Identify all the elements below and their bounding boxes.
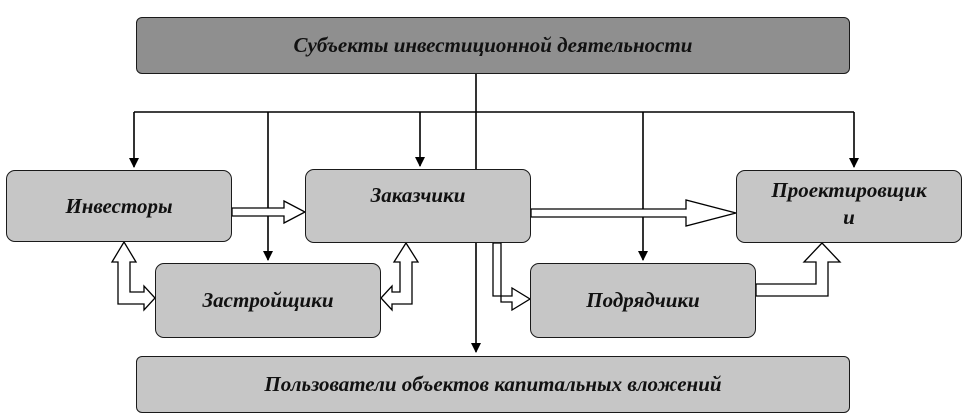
investors-label: Инвесторы [65, 193, 173, 218]
users-label: Пользователи объектов капитальных вложен… [264, 372, 722, 397]
hollow-arrow-customers-designers [530, 199, 739, 227]
designers-label-line1: Проектировщик [771, 178, 927, 203]
developers-box: Застройщики [155, 263, 381, 338]
developers-label: Застройщики [202, 288, 334, 313]
designers-box: Проектировщик и [736, 170, 962, 243]
customers-label: Заказчики [370, 182, 466, 207]
contractors-label: Подрядчики [586, 288, 700, 313]
investors-box: Инвесторы [6, 170, 232, 242]
hollow-arrow-investors-developers [110, 240, 156, 312]
hollow-arrow-investors-customers [231, 199, 307, 225]
hollow-arrow-developers-customers [380, 241, 420, 312]
designers-label: Проектировщик и [771, 177, 926, 230]
designers-label-line2: и [843, 204, 855, 229]
subjects-box: Субъекты инвестиционной деятельности [136, 17, 850, 74]
contractors-box: Подрядчики [530, 263, 756, 338]
hollow-arrow-contractors-designers [755, 242, 842, 297]
users-box: Пользователи объектов капитальных вложен… [136, 356, 850, 413]
hollow-arrow-customers-contractors [492, 242, 532, 312]
subjects-label: Субъекты инвестиционной деятельности [293, 33, 693, 58]
customers-box: Заказчики [305, 169, 531, 243]
